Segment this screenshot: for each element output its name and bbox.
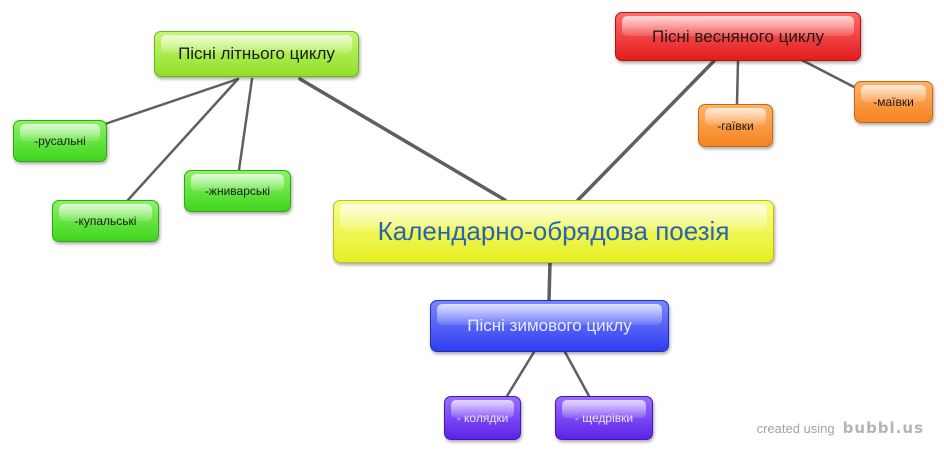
node-kupalski-label: -купальські	[74, 214, 137, 228]
connector-winter-shched	[563, 350, 591, 398]
node-zhnyvarski[interactable]: -жниварські	[184, 170, 291, 212]
node-koliadky-label: - колядки	[456, 411, 509, 425]
node-koliadky[interactable]: - колядки	[444, 396, 521, 440]
node-winter-cycle-songs[interactable]: Пісні зимового циклу	[430, 300, 669, 352]
connector-central-spring	[576, 59, 716, 202]
node-winter-label: Пісні зимового циклу	[467, 316, 632, 335]
node-shchedrivky[interactable]: - щедрівки	[555, 396, 653, 440]
connector-summer-kupal	[126, 77, 240, 202]
connector-central-summer	[298, 77, 507, 202]
node-rusalni[interactable]: -русальні	[13, 120, 107, 162]
bubbl-us-credit[interactable]: created using bubbl.us	[757, 419, 924, 437]
node-summer-label: Пісні літнього циклу	[178, 44, 335, 63]
connector-central-winter	[547, 261, 552, 302]
node-maivky[interactable]: -маївки	[854, 81, 933, 123]
node-spring-label: Пісні весняного циклу	[652, 26, 824, 46]
node-summer-cycle-songs[interactable]: Пісні літнього циклу	[154, 31, 359, 77]
connector-spring-haiv	[735, 59, 740, 106]
node-spring-cycle-songs[interactable]: Пісні весняного циклу	[615, 12, 861, 61]
credit-prefix: created using	[756, 421, 835, 436]
node-haivky-label: -гаївки	[717, 118, 754, 133]
connector-summer-zhnyv	[237, 77, 254, 172]
connector-summer-rusal	[103, 77, 240, 126]
node-shchedrivky-label: - щедрівки	[574, 411, 634, 425]
connector-winter-koliad	[505, 350, 536, 398]
bubbl-us-logo: bubbl.us	[842, 419, 924, 437]
node-maivky-label: -маївки	[873, 95, 914, 109]
node-rusalni-label: -русальні	[34, 134, 86, 148]
node-zhnyvarski-label: -жниварські	[204, 184, 271, 198]
node-central-label: Календарно-обрядова поезія	[377, 216, 730, 246]
node-central-calendar-ritual-poetry[interactable]: Календарно-обрядова поезія	[333, 200, 774, 263]
node-kupalski[interactable]: -купальські	[52, 200, 159, 242]
node-haivky[interactable]: -гаївки	[698, 104, 773, 147]
